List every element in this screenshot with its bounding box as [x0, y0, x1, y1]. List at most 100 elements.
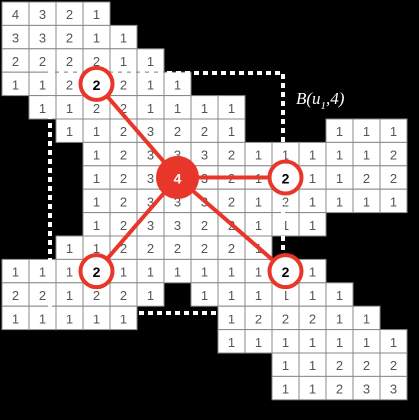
grid-cell-value: 1	[93, 218, 100, 233]
grid-cell-value: 3	[147, 194, 154, 209]
grid-cell-value: 1	[147, 77, 154, 92]
grid-cell: 2	[325, 352, 354, 377]
grid-cell: 2	[109, 165, 138, 190]
grid-cell: 2	[325, 375, 354, 401]
grid-cell: 1	[298, 141, 327, 167]
grid-cell: 1	[55, 235, 84, 260]
grid-cell-value: 1	[120, 311, 127, 326]
grid-cell: 2	[109, 141, 138, 167]
grid-cell: 1	[82, 24, 111, 50]
grid-cell-value: 1	[255, 335, 262, 350]
grid-cell-value: 1	[363, 148, 370, 163]
grid-cell-value: 1	[336, 124, 343, 139]
grid-cell: 1	[217, 282, 246, 307]
grid-cell: 1	[82, 165, 111, 190]
node-value: 2	[93, 77, 101, 93]
grid-cell: 1	[298, 282, 327, 307]
grid-cell-value: 1	[147, 54, 154, 69]
grid-cell: 1	[190, 258, 219, 284]
grid-cell-value: 1	[93, 7, 100, 22]
neighbor-node-circle	[78, 65, 115, 102]
grid-cell: 3	[379, 375, 408, 401]
grid-cell: 1	[217, 305, 246, 331]
grid-cell-value: 1	[309, 218, 316, 233]
neighbor-node-circle	[267, 253, 304, 290]
grid-cell: 1	[28, 71, 57, 97]
grid-cell-value: 1	[201, 101, 208, 116]
grid-cell: 1	[244, 212, 273, 237]
grid-cell: 1	[379, 118, 408, 143]
grid-cell-value: 2	[336, 382, 343, 397]
grid-cell-value: 2	[120, 194, 127, 209]
grid-cell: 1	[325, 305, 354, 331]
grid-cell-value: 3	[390, 382, 397, 397]
grid-cell: 3	[136, 212, 165, 237]
grid-cell-value: 1	[93, 31, 100, 46]
grid-cell-value: 1	[336, 148, 343, 163]
grid-cell-value: 1	[174, 101, 181, 116]
grid-cell: 1	[244, 188, 273, 214]
grid-cell: 1	[325, 188, 354, 214]
grid-cell-box	[379, 375, 408, 401]
grid-cell: 1	[352, 118, 381, 143]
grid-cell-value: 2	[390, 171, 397, 186]
center-node-circle	[156, 156, 199, 199]
neighbor-node: 2	[78, 253, 115, 290]
grid-cell: 1	[28, 305, 57, 331]
grid-cell-value: 1	[309, 288, 316, 303]
grid-cell-value: 2	[93, 288, 100, 303]
grid-cell-value: 2	[363, 171, 370, 186]
grid-cell: 2	[163, 118, 192, 143]
grid-cell: 2	[163, 235, 192, 260]
grid-cell: 2	[217, 141, 246, 167]
grid-cell-value: 1	[12, 77, 19, 92]
grid-cell-value: 2	[282, 194, 289, 209]
grid-cell: 2	[244, 305, 273, 331]
grid-cell-value: 1	[228, 101, 235, 116]
grid-cell: 2	[190, 212, 219, 237]
grid-cell-value: 1	[309, 335, 316, 350]
grid-cell: 1	[244, 141, 273, 167]
grid-cell-value: 3	[174, 194, 181, 209]
grid-cell: 2	[352, 352, 381, 377]
grid-cell-value: 1	[363, 311, 370, 326]
grid-cell-value: 2	[282, 311, 289, 326]
grid-cell-value: 2	[174, 124, 181, 139]
grid-cell-value: 1	[336, 194, 343, 209]
grid-cell-value: 2	[201, 241, 208, 256]
grid-cell-value: 1	[255, 218, 262, 233]
grid-cell: 2	[217, 235, 246, 260]
grid-cell-value: 1	[282, 218, 289, 233]
grid-cell-value: 1	[201, 265, 208, 280]
node-value: 2	[93, 264, 101, 280]
grid-cell-value: 3	[147, 148, 154, 163]
grid-cell-value: 3	[174, 148, 181, 163]
grid-cell: 1	[352, 141, 381, 167]
grid-cell: 1	[136, 71, 165, 97]
grid-cell-value: 1	[282, 382, 289, 397]
grid-cell: 1	[217, 95, 246, 120]
node-value: 4	[174, 171, 182, 187]
grid-cell-value: 2	[66, 7, 73, 22]
grid-cell: 1	[82, 141, 111, 167]
grid-cell: 1	[217, 329, 246, 354]
grid-cell-value: 1	[66, 311, 73, 326]
grid-cell-value: 1	[255, 194, 262, 209]
grid-cell: 1	[244, 282, 273, 307]
grid-cell-value: 1	[147, 101, 154, 116]
grid-cell-box	[136, 282, 165, 307]
grid-cell-value: 1	[120, 265, 127, 280]
grid-cell: 1	[325, 329, 354, 354]
ball-label: B(u1,4)	[296, 89, 345, 112]
grid-cell: 1	[55, 118, 84, 143]
grid-cell-value: 2	[66, 31, 73, 46]
grid-cell-value: 1	[282, 288, 289, 303]
grid-cell: 2	[379, 352, 408, 377]
grid-cell-value: 1	[93, 241, 100, 256]
grid-cell-value: 1	[255, 265, 262, 280]
grid-cell-value: 2	[390, 148, 397, 163]
grid-cell-value: 3	[147, 124, 154, 139]
grid-cell: 1	[1, 71, 30, 97]
